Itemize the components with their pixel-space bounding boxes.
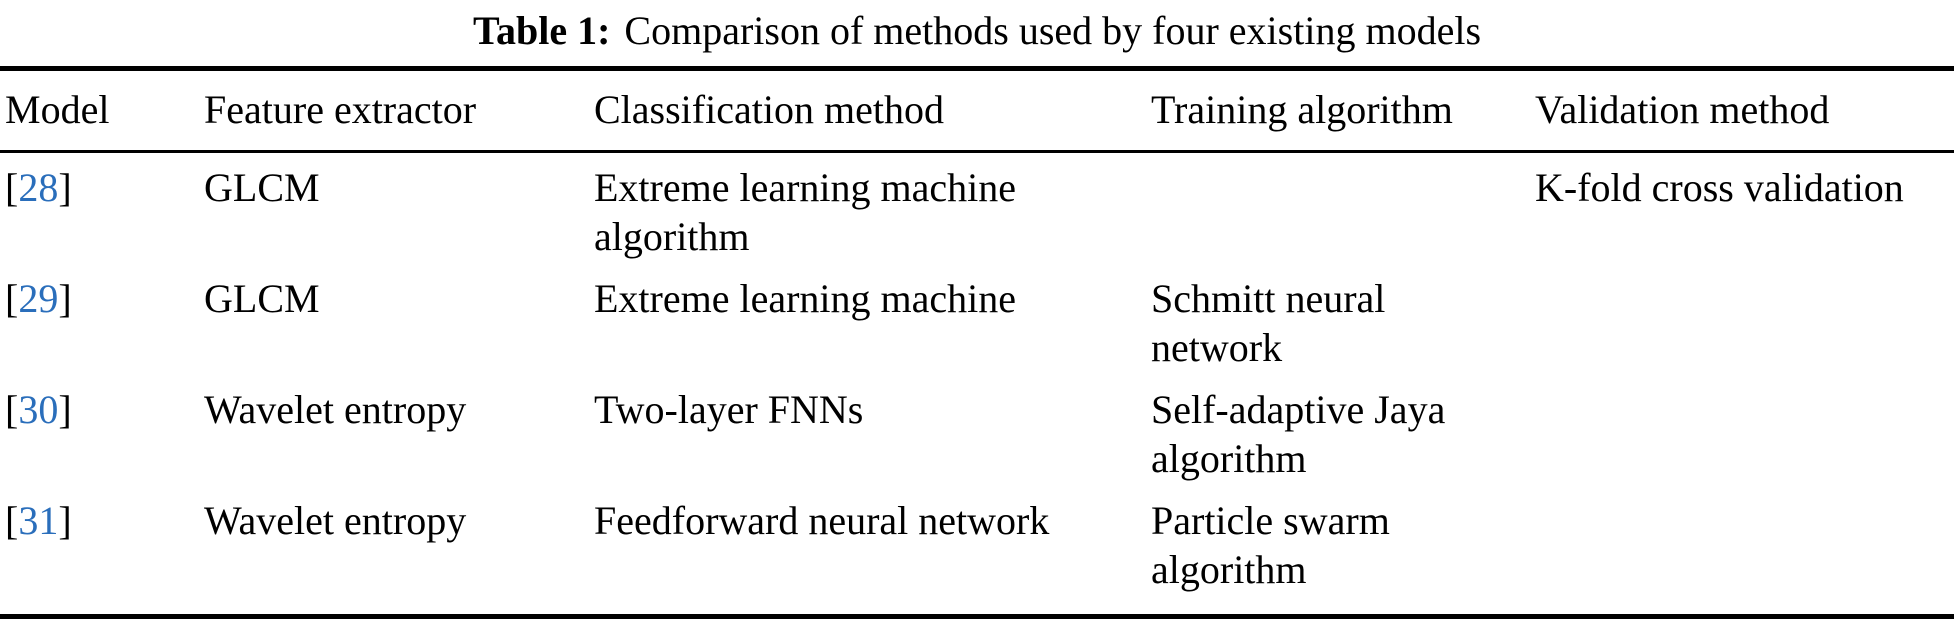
cell-feature-extractor: GLCM [204, 276, 320, 321]
cell-feature-extractor: Wavelet entropy [204, 498, 467, 543]
cell-model: [29] [0, 261, 202, 323]
table-row: [29] GLCM Extreme learning machine Schmi… [0, 261, 1954, 372]
cell-training-algorithm: Self-adaptive Jaya algorithm [1151, 387, 1446, 481]
citation-bracket-close: ] [58, 498, 72, 543]
citation-number[interactable]: 29 [18, 276, 59, 321]
cell-classification-method: Extreme learning machine [594, 276, 1017, 321]
table-body: Model Feature extractor Classification m… [0, 71, 1954, 594]
cell-validation-method: K-fold cross validation [1535, 165, 1904, 210]
citation-bracket-close: ] [58, 165, 72, 210]
column-header-training-algorithm: Training algorithm [1151, 87, 1453, 132]
column-header-validation-method: Validation method [1535, 87, 1830, 132]
table-caption: Table 1: Comparison of methods used by f… [0, 0, 1954, 62]
cell-model: [30] [0, 372, 202, 434]
citation-reference[interactable]: [28] [5, 165, 72, 210]
cell-validation-method [1535, 261, 1954, 274]
citation-bracket-open: [ [5, 276, 19, 321]
citation-bracket-open: [ [5, 165, 19, 210]
cell-validation-method [1535, 372, 1954, 385]
cell-training-algorithm [1143, 150, 1535, 163]
cell-training-algorithm: Particle swarm algorithm [1151, 498, 1390, 592]
cell-validation-method [1535, 483, 1954, 496]
table-header-row: Model Feature extractor Classification m… [0, 71, 1954, 150]
caption-label: Table 1: [472, 8, 611, 53]
cell-classification-method: Two-layer FNNs [594, 387, 864, 432]
citation-bracket-close: ] [58, 387, 72, 432]
citation-bracket-open: [ [5, 387, 19, 432]
citation-reference[interactable]: [31] [5, 498, 72, 543]
cell-feature-extractor: Wavelet entropy [204, 387, 467, 432]
citation-bracket-open: [ [5, 498, 19, 543]
table-row: [31] Wavelet entropy Feedforward neural … [0, 483, 1954, 594]
table-row: [30] Wavelet entropy Two-layer FNNs Self… [0, 372, 1954, 483]
table-header-rule [0, 150, 1954, 153]
citation-number[interactable]: 28 [18, 165, 59, 210]
caption-text: Comparison of methods used by four exist… [624, 8, 1482, 53]
column-header-model: Model [5, 87, 110, 132]
cell-feature-extractor: GLCM [204, 165, 320, 210]
table-row: [28] GLCM Extreme learning machine algor… [0, 150, 1954, 261]
column-header-classification-method: Classification method [594, 87, 944, 132]
citation-number[interactable]: 31 [18, 498, 59, 543]
table-top-rule [0, 66, 1954, 71]
cell-classification-method: Extreme learning machine algorithm [594, 165, 1017, 259]
citation-reference[interactable]: [30] [5, 387, 72, 432]
cell-classification-method: Feedforward neural network [594, 498, 1050, 543]
citation-number[interactable]: 30 [18, 387, 59, 432]
column-header-feature-extractor: Feature extractor [204, 87, 477, 132]
citation-bracket-close: ] [58, 276, 72, 321]
table-bottom-rule [0, 614, 1954, 619]
citation-reference[interactable]: [29] [5, 276, 72, 321]
cell-training-algorithm: Schmitt neural network [1151, 276, 1386, 370]
cell-model: [28] [0, 150, 202, 212]
cell-model: [31] [0, 483, 202, 545]
